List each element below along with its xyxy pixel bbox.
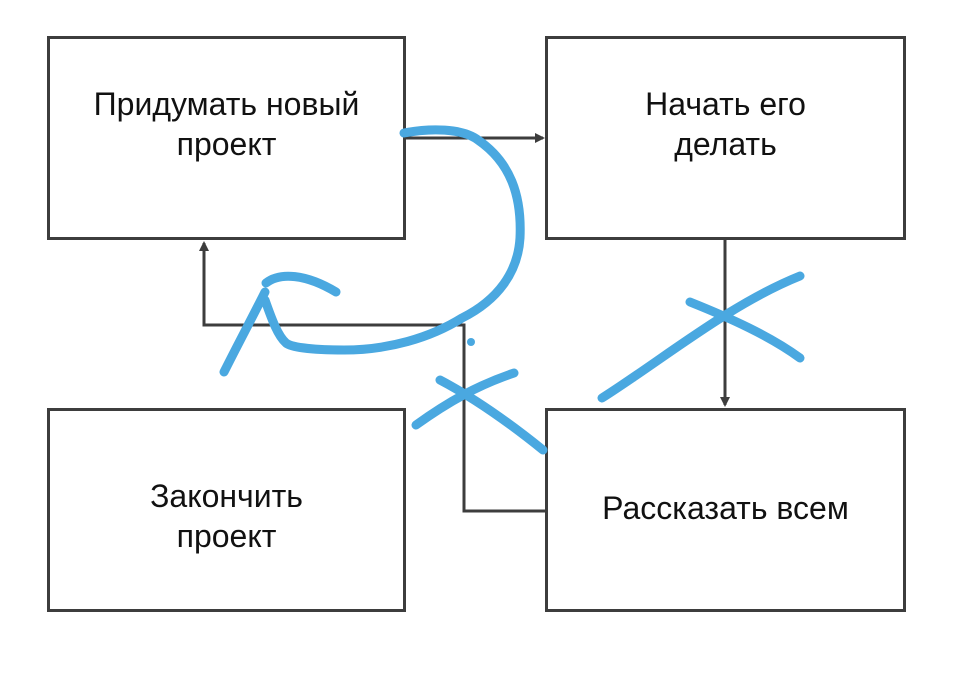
node-label: Закончить проект <box>150 478 303 554</box>
marker-dot <box>467 338 475 346</box>
node-label: Рассказать всем <box>602 490 849 526</box>
node-start: Начать его делать <box>545 36 906 240</box>
node-label: Придумать новый проект <box>93 86 360 162</box>
edge-tell-to-idea <box>199 241 545 513</box>
loop-arrowhead-icon <box>219 271 341 377</box>
loop-arrow-stroke <box>260 125 525 355</box>
cross-mark-icon <box>411 368 548 455</box>
node-tell: Рассказать всем <box>545 408 906 612</box>
cross-mark-icon <box>597 271 805 403</box>
node-label: Начать его делать <box>645 86 806 162</box>
node-idea: Придумать новый проект <box>47 36 406 240</box>
node-finish: Закончить проект <box>47 408 406 612</box>
